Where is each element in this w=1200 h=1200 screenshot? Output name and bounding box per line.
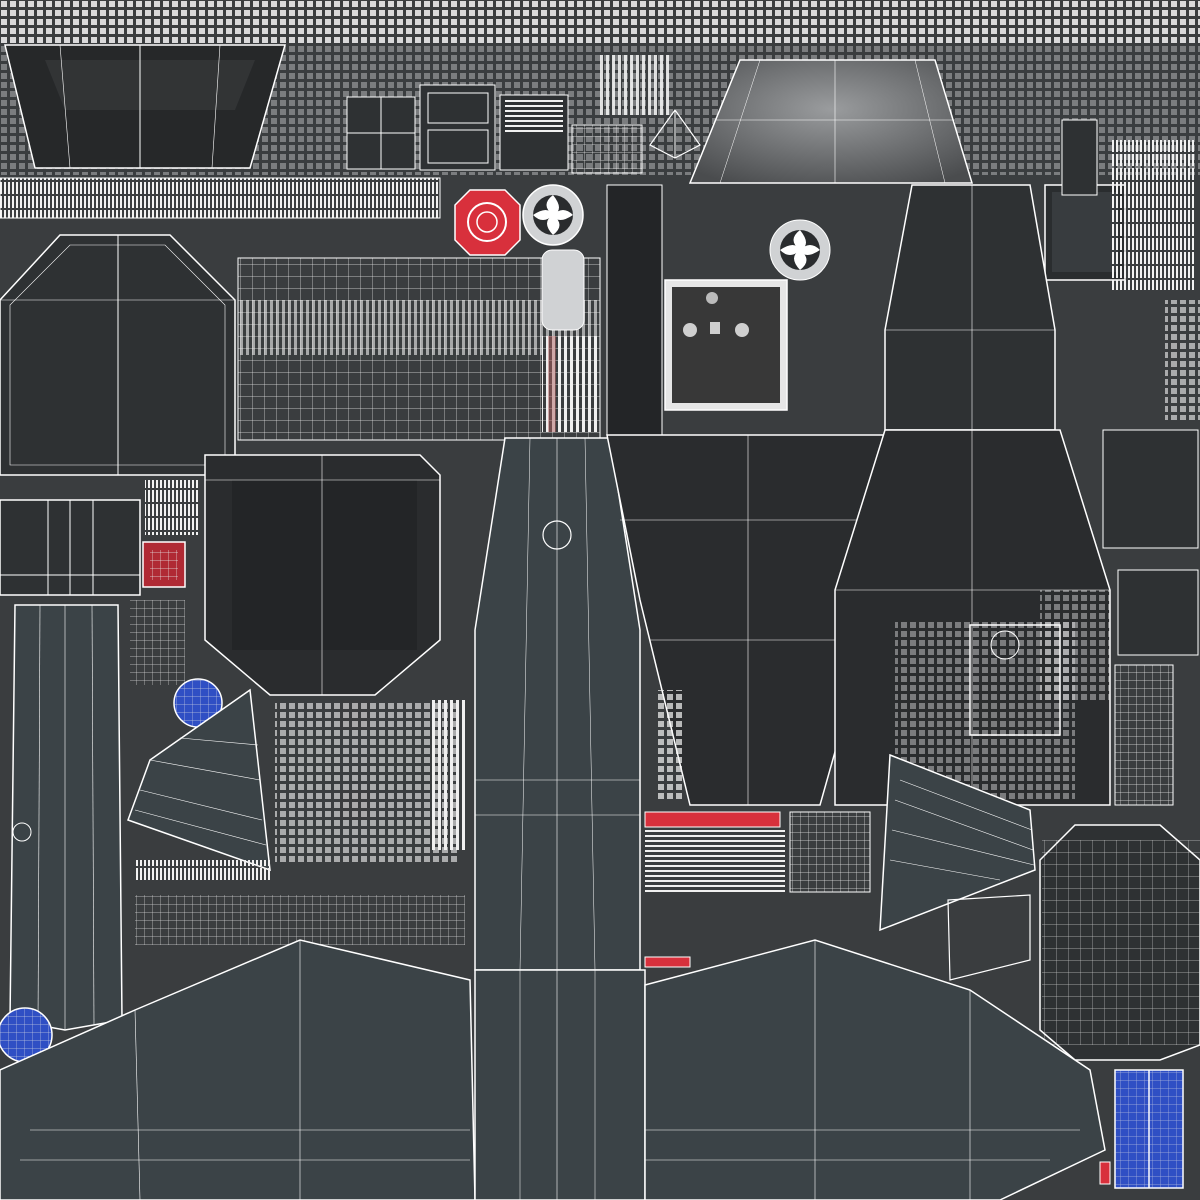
red-square-decal xyxy=(142,541,186,588)
red-label-strips xyxy=(644,811,871,968)
windshield-panel xyxy=(4,44,286,169)
top-small-panels xyxy=(346,55,701,174)
right-wing-fan xyxy=(879,753,1036,981)
red-small-marker xyxy=(1099,1161,1111,1185)
small-parts-scatter xyxy=(130,300,1200,850)
metal-hatch-panel xyxy=(688,59,974,184)
fan-emblem xyxy=(522,184,584,246)
left-grid-panel xyxy=(237,257,601,441)
left-wing-fan xyxy=(127,688,271,872)
bottom-wing-right xyxy=(644,939,1106,1200)
red-gear-emblem xyxy=(454,189,521,256)
bottom-fuselage xyxy=(474,969,646,1200)
camera-screen-panel xyxy=(664,279,788,411)
right-hex-grid xyxy=(1039,824,1200,1061)
left-window-strip xyxy=(0,499,141,596)
blue-solar-panel xyxy=(1114,1069,1184,1189)
blue-grille-lower xyxy=(0,1007,53,1063)
part-clusters-lower-left xyxy=(135,700,465,945)
bottom-wing-left xyxy=(0,939,476,1200)
center-left-octagon xyxy=(204,454,441,696)
blue-grille-upper xyxy=(173,678,223,728)
right-fan-emblem xyxy=(769,219,831,281)
center-fuselage xyxy=(474,437,641,971)
left-long-beam xyxy=(9,604,123,1031)
top-right-panel xyxy=(1044,119,1195,290)
cylinder-part xyxy=(541,249,598,432)
left-octagon-panel xyxy=(0,234,236,476)
right-side-blocks xyxy=(1102,429,1199,806)
